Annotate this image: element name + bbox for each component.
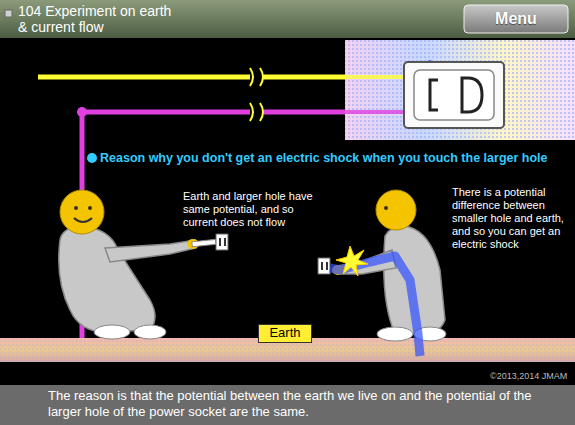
left-outlet-slot (219, 238, 221, 246)
socket-panel-texture (345, 40, 575, 140)
smaller-hole (430, 80, 438, 110)
right-person (332, 190, 446, 341)
outlet-plate (404, 62, 504, 128)
heading-label: Reason why you don't get an electric sho… (100, 150, 548, 166)
left-outlet (216, 234, 228, 250)
black-ground (0, 38, 575, 385)
caption-bar (0, 385, 575, 425)
outlet-face (414, 70, 494, 120)
right-outlet (318, 258, 330, 274)
socket-panel (345, 40, 575, 140)
larger-hole (462, 78, 482, 112)
neutral-wire (82, 110, 250, 115)
menu-button-text: Menu (495, 10, 537, 28)
junction-dot (77, 107, 87, 117)
caption: The reason is that the potential between… (48, 388, 548, 420)
page-title: 104 Experiment on earth & current flow (18, 3, 176, 35)
left-outlet-slot (224, 238, 226, 246)
copyright: ©2013,2014 JMAM (490, 371, 567, 382)
left-note: Earth and larger hole have same potentia… (183, 190, 323, 229)
header-icon (5, 10, 12, 17)
neutral-wire (262, 110, 345, 115)
earth-box-text: Earth (269, 326, 300, 341)
header-bar (0, 0, 575, 38)
right-outlet-slot (321, 262, 323, 270)
menu-button: Menu (466, 6, 566, 32)
right-outlet-slot (326, 262, 328, 270)
right-note: There is a potential difference between … (452, 186, 570, 251)
spark (336, 246, 368, 276)
break-mark (250, 68, 263, 121)
earth-box: Earth (258, 324, 312, 343)
menu-button-face (464, 5, 568, 33)
live-wire (38, 75, 250, 80)
bullet (87, 153, 97, 163)
live-wire (262, 75, 345, 80)
